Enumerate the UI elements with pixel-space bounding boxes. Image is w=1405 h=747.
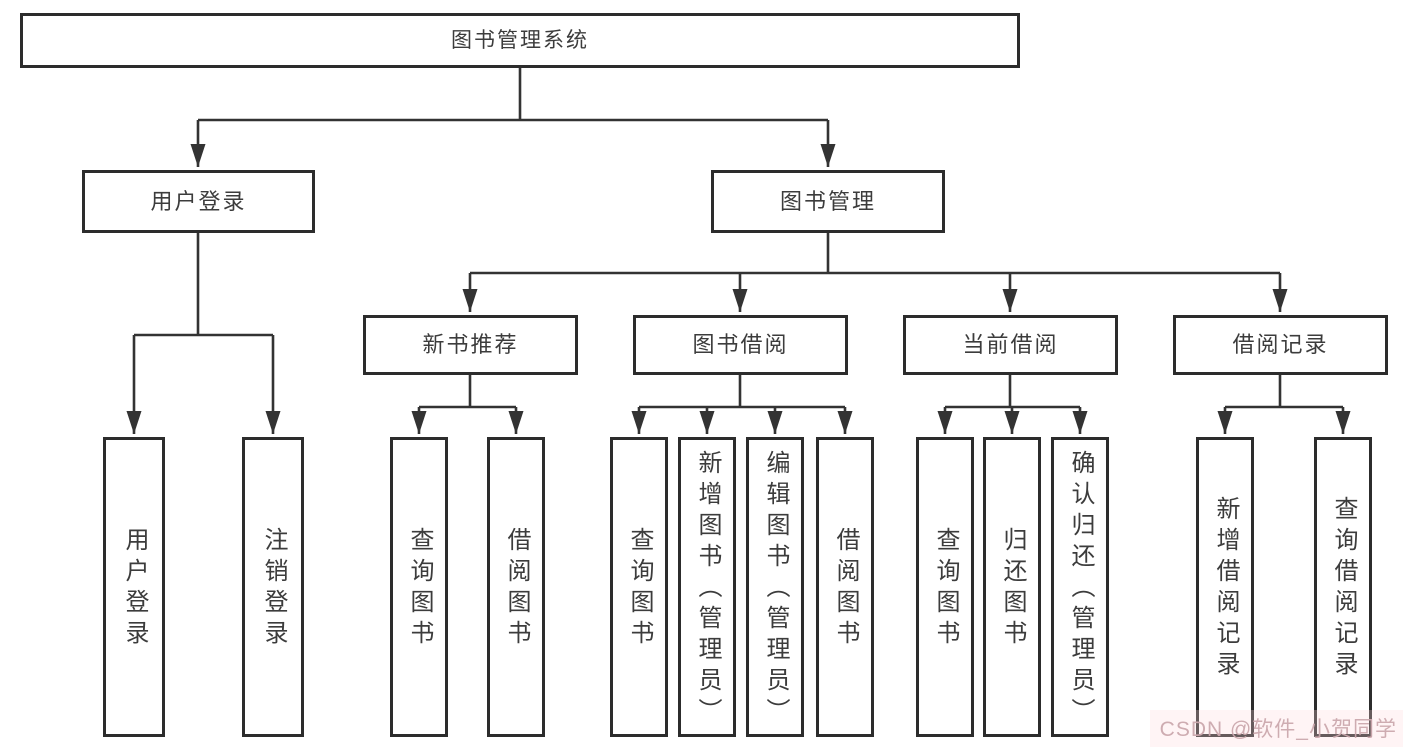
leaf-current-query-books: 查询图书 xyxy=(916,437,974,737)
leaf-newrec-query-books: 查询图书 xyxy=(390,437,448,737)
leaf-edit-books-admin: 编辑图书（管理员） xyxy=(746,437,804,737)
node-book-borrowing: 图书借阅 xyxy=(633,315,848,375)
leaf-add-borrow-record: 新增借阅记录 xyxy=(1196,437,1254,737)
node-new-book-recommend: 新书推荐 xyxy=(363,315,578,375)
leaf-borrow-books: 借阅图书 xyxy=(816,437,874,737)
csdn-watermark: CSDN @软件_小贺同学 xyxy=(1149,710,1403,747)
node-borrow-records: 借阅记录 xyxy=(1173,315,1388,375)
connector-group xyxy=(126,68,1351,434)
leaf-confirm-return-admin: 确认归还（管理员） xyxy=(1051,437,1109,737)
leaf-user-login: 用户登录 xyxy=(103,437,165,737)
node-user-login: 用户登录 xyxy=(82,170,315,233)
leaf-logout: 注销登录 xyxy=(242,437,304,737)
node-current-borrowing: 当前借阅 xyxy=(903,315,1118,375)
leaf-add-books-admin: 新增图书（管理员） xyxy=(678,437,736,737)
leaf-borrow-query-books: 查询图书 xyxy=(610,437,668,737)
leaf-return-books: 归还图书 xyxy=(983,437,1041,737)
node-book-management: 图书管理 xyxy=(711,170,945,233)
leaf-query-borrow-record: 查询借阅记录 xyxy=(1314,437,1372,737)
node-root-system: 图书管理系统 xyxy=(20,13,1020,68)
leaf-newrec-borrow-books: 借阅图书 xyxy=(487,437,545,737)
